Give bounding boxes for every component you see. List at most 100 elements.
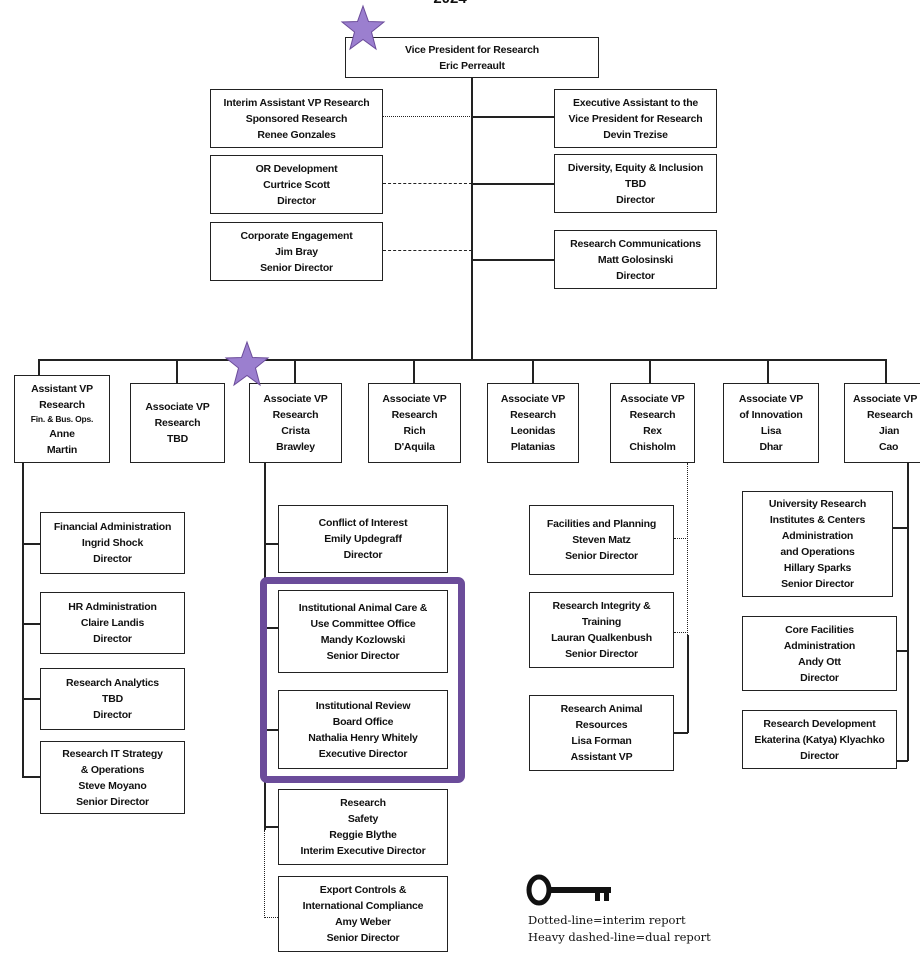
research-analytics-box: Research Analytics TBD Director — [40, 668, 185, 730]
box-line: Facilities and Planning — [546, 518, 657, 530]
box-line: & Operations — [80, 763, 145, 776]
research-animal-box: Research Animal Resources Lisa Forman As… — [529, 695, 674, 771]
box-line: D'Aquila — [394, 441, 435, 453]
or-development-box: OR Development Curtrice Scott Director — [210, 155, 383, 214]
avp-fin-ops-box: Assistant VP Research Fin. & Bus. Ops. A… — [14, 375, 110, 463]
box-line: Fin. & Bus. Ops. — [30, 413, 94, 424]
box-line: Senior Director — [565, 648, 638, 660]
box-line: Director — [93, 709, 132, 721]
box-line: Curtrice Scott — [263, 178, 330, 191]
box-line: Core Facilities — [785, 623, 854, 636]
avp-cao-box: Associate VP Research Jian Cao — [844, 383, 920, 463]
box-line: Director — [277, 194, 316, 207]
box-line: International Compliance — [302, 900, 424, 912]
box-line: Research — [391, 409, 438, 421]
facilities-planning-box: Facilities and Planning Steven Matz Seni… — [529, 505, 674, 575]
dei-box: Diversity, Equity & Inclusion TBD Direct… — [554, 154, 717, 213]
export-controls-box: Export Controls & International Complian… — [278, 876, 448, 952]
box-line: Research — [340, 797, 386, 809]
box-line: Chisholm — [629, 441, 676, 453]
box-line: Research Animal — [560, 703, 643, 715]
box-line: TBD — [167, 433, 188, 445]
executive-assistant-box: Executive Assistant to the Vice Presiden… — [554, 89, 717, 148]
box-line: Senior Director — [326, 649, 400, 662]
box-line: Associate VP — [382, 393, 447, 405]
box-line: Steve Moyano — [78, 779, 147, 792]
box-line: Research Development — [763, 717, 876, 730]
box-line: Institutes & Centers — [769, 514, 866, 526]
box-line: Dhar — [759, 441, 783, 453]
box-line: Research Analytics — [66, 677, 159, 689]
box-line: OR Development — [255, 162, 338, 175]
hr-administration-box: HR Administration Claire Landis Director — [40, 592, 185, 654]
box-line: Executive Assistant to the — [572, 96, 699, 109]
research-communications-box: Research Communications Matt Golosinski … — [554, 230, 717, 289]
box-line: Devin Trezise — [603, 128, 668, 141]
box-line: Andy Ott — [798, 655, 841, 668]
box-line: Research — [629, 409, 676, 421]
box-line: Ekaterina (Katya) Klyachko — [754, 733, 885, 746]
box-line: Jian — [879, 425, 900, 437]
box-line: Reggie Blythe — [329, 829, 397, 841]
box-line: Research — [39, 398, 85, 411]
box-line: Research Communications — [570, 237, 701, 250]
box-line: Financial Administration — [53, 521, 172, 533]
box-line: HR Administration — [68, 601, 157, 613]
star-icon — [340, 4, 386, 51]
box-line: Lisa Forman — [571, 735, 632, 747]
box-line: Executive Director — [318, 747, 408, 760]
box-line: Jim Bray — [275, 245, 318, 258]
box-line: Board Office — [332, 715, 394, 728]
box-line: Associate VP — [500, 393, 566, 405]
box-line: Administration — [783, 639, 856, 652]
box-line: Senior Director — [260, 261, 333, 274]
box-line: Lauran Qualkenbush — [551, 632, 652, 644]
box-line: Corporate Engagement — [240, 229, 353, 242]
box-line: and Operations — [780, 546, 855, 558]
box-line: Institutional Animal Care & — [298, 601, 428, 614]
box-line: Senior Director — [326, 932, 400, 944]
box-line: Director — [93, 633, 132, 645]
avp-platanias-box: Associate VP Research Leonidas Platanias — [487, 383, 579, 463]
box-line: Martin — [46, 443, 78, 456]
box-line: Vice President for Research — [568, 112, 703, 125]
urics-box: University Research Institutes & Centers… — [742, 491, 893, 597]
research-it-box: Research IT Strategy & Operations Steve … — [40, 741, 185, 814]
box-line: University Research — [768, 498, 867, 510]
corporate-engagement-box: Corporate Engagement Jim Bray Senior Dir… — [210, 222, 383, 281]
box-line: Associate VP — [263, 393, 328, 405]
box-line: Associate VP — [620, 393, 685, 405]
highlight-frame — [260, 577, 465, 783]
box-line: Platanias — [510, 441, 556, 453]
box-line: Director — [800, 671, 839, 684]
chart-year: 2024 — [420, 0, 480, 7]
star-icon — [224, 340, 270, 387]
box-line: Export Controls & — [319, 884, 407, 896]
interim-avp-box: Interim Assistant VP Research Sponsored … — [210, 89, 383, 148]
box-line: Assistant VP — [570, 751, 633, 763]
box-line: Institutional Review — [315, 699, 411, 712]
box-line: Emily Updegraff — [324, 533, 402, 545]
box-line: Crista — [281, 425, 310, 437]
box-line: Cao — [879, 441, 899, 453]
research-development-box: Research Development Ekaterina (Katya) K… — [742, 710, 897, 769]
box-line: Research — [867, 409, 913, 421]
box-line: Associate VP — [853, 393, 918, 405]
box-line: TBD — [625, 177, 646, 190]
avp-tbd-box: Associate VP Research TBD — [130, 383, 225, 463]
box-line: Training — [581, 616, 622, 628]
box-line: Nathalia Henry Whitely — [308, 731, 418, 744]
box-line: Use Committee Office — [310, 617, 416, 630]
box-line: Sponsored Research — [245, 112, 348, 125]
box-line: Interim Assistant VP Research — [223, 96, 370, 109]
financial-administration-box: Financial Administration Ingrid Shock Di… — [40, 512, 185, 574]
box-line: Safety — [347, 813, 379, 825]
box-line: Research — [272, 409, 319, 421]
legend-dotted: Dotted-line=interim report — [528, 913, 686, 927]
box-line: Director — [343, 549, 383, 561]
vp-title: Vice President for Research — [405, 43, 539, 56]
box-line: Claire Landis — [80, 617, 145, 629]
box-line: Rex — [643, 425, 662, 437]
iacuc-box: Institutional Animal Care & Use Committe… — [278, 590, 448, 673]
box-line: Mandy Kozlowski — [320, 633, 406, 646]
